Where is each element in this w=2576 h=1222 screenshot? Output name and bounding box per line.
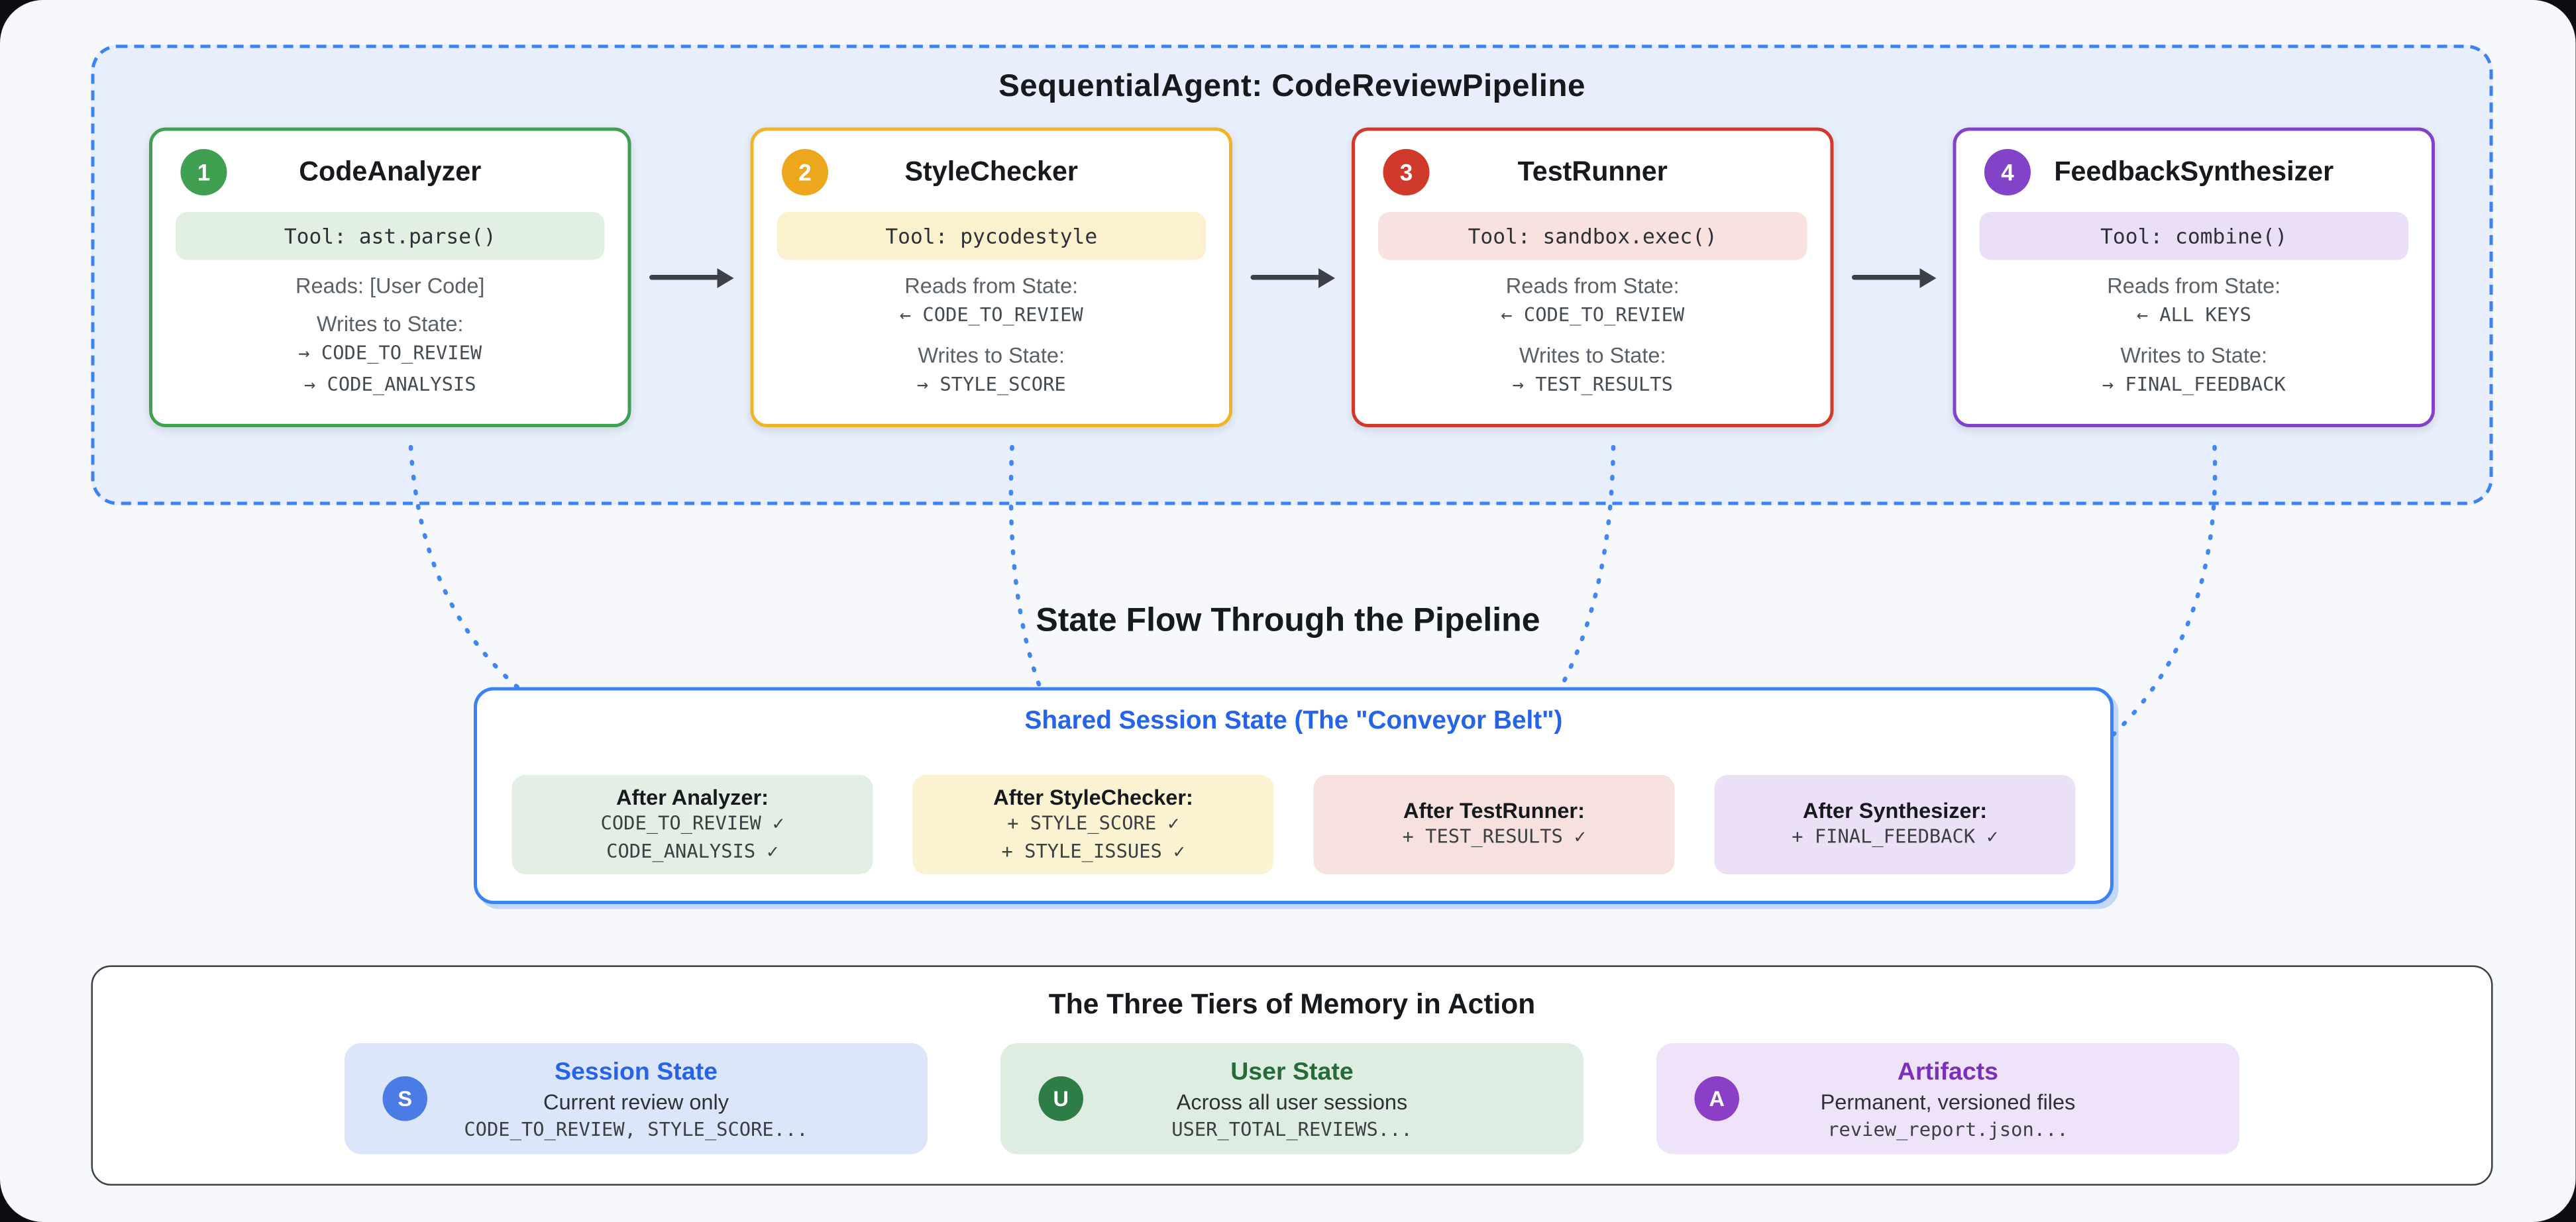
state-stages-row: After Analyzer: CODE_TO_REVIEW ✓ CODE_AN… [511,775,2076,874]
pipeline-flow-arrow [631,128,751,428]
writes-label: Writes to State: [1519,343,1666,368]
tier-letter-badge: S [382,1076,427,1121]
writes-state-key: → CODE_TO_REVIEW [298,341,482,364]
pipeline-title: SequentialAgent: CodeReviewPipeline [998,70,1585,105]
state-stage-after-synthesizer: After Synthesizer: + FINAL_FEEDBACK ✓ [1714,775,2076,874]
tier-example-keys: CODE_TO_REVIEW, STYLE_SCORE... [464,1117,808,1141]
agent-card-header: 1 CodeAnalyzer [176,149,605,195]
state-stage-after-stylechecker: After StyleChecker: + STYLE_SCORE ✓ + ST… [912,775,1274,874]
arrow-head-icon [716,267,733,287]
memory-tiers-panel: The Three Tiers of Memory in Action S Se… [91,965,2493,1186]
tier-description: Across all user sessions [1176,1088,1408,1114]
shared-session-state-title: Shared Session State (The "Conveyor Belt… [1024,707,1563,736]
writes-state-key: → CODE_ANALYSIS [303,373,476,397]
tier-letter-badge: A [1694,1076,1739,1121]
memory-tiers-title: The Three Tiers of Memory in Action [1048,988,1536,1021]
agent-card-header: 3 TestRunner [1378,149,1807,195]
tier-artifacts: A Artifacts Permanent, versioned files r… [1656,1043,2239,1154]
agent-number-badge: 2 [782,149,828,195]
reads-label: Reads: [User Code] [295,273,485,299]
arrow-head-icon [1317,267,1334,287]
stage-state-key: + TEST_RESULTS ✓ [1402,825,1586,848]
agent-tool-pill: Tool: ast.parse() [176,212,605,260]
stage-title: After StyleChecker: [993,784,1193,810]
tier-letter-badge: U [1038,1076,1083,1121]
state-stage-after-analyzer: After Analyzer: CODE_TO_REVIEW ✓ CODE_AN… [511,775,873,874]
tier-example-keys: review_report.json... [1827,1117,2068,1141]
shared-session-state-panel: Shared Session State (The "Conveyor Belt… [474,687,2114,904]
arrow-shaft [648,275,718,280]
agent-cards-row: 1 CodeAnalyzer Tool: ast.parse() Reads: … [95,127,2490,428]
stage-title: After Analyzer: [616,784,769,810]
stage-state-key: + FINAL_FEEDBACK ✓ [1792,825,1998,848]
reads-label: Reads from State: [904,273,1079,299]
tier-description: Permanent, versioned files [1820,1088,2076,1114]
stage-state-key: CODE_ANALYSIS ✓ [606,839,778,862]
stage-state-key: + STYLE_ISSUES ✓ [1001,839,1185,862]
writes-label: Writes to State: [316,311,464,336]
agent-name: CodeAnalyzer [299,157,482,187]
tier-name: Artifacts [1897,1057,1999,1086]
pipeline-flow-arrow [1232,128,1352,428]
tier-session-state: S Session State Current review only CODE… [345,1043,928,1154]
writes-state-key: → FINAL_FEEDBACK [2102,373,2286,397]
agent-number-badge: 4 [1984,149,2031,195]
agent-name: StyleChecker [904,157,1078,187]
tier-name: User State [1230,1057,1354,1086]
writes-state-key: → STYLE_SCORE [916,373,1066,397]
reads-state-key: ← CODE_TO_REVIEW [1501,303,1685,327]
arrow-shaft [1851,275,1921,280]
state-stage-after-testrunner: After TestRunner: + TEST_RESULTS ✓ [1313,775,1675,874]
stage-state-key: + STYLE_SCORE ✓ [1007,811,1179,835]
tier-example-keys: USER_TOTAL_REVIEWS... [1171,1117,1413,1141]
agent-card-header: 4 FeedbackSynthesizer [1980,149,2409,195]
agent-tool-pill: Tool: pycodestyle [777,212,1206,260]
stage-state-key: CODE_TO_REVIEW ✓ [600,811,784,835]
tier-description: Current review only [543,1088,729,1114]
arrow-shaft [1250,275,1320,280]
state-flow-heading: State Flow Through the Pipeline [1036,603,1540,639]
tier-user-state: U User State Across all user sessions US… [1000,1043,1583,1154]
agent-number-badge: 1 [180,149,227,195]
agent-card-header: 2 StyleChecker [777,149,1207,195]
stage-title: After Synthesizer: [1802,798,1988,823]
writes-state-key: → TEST_RESULTS [1512,373,1673,397]
pipeline-flow-arrow [1834,128,1953,428]
reads-state-key: ← CODE_TO_REVIEW [899,303,1083,327]
agent-tool-pill: Tool: sandbox.exec() [1378,212,1807,260]
agent-card-feedbacksynthesizer: 4 FeedbackSynthesizer Tool: combine() Re… [1953,127,2435,427]
agent-tool-pill: Tool: combine() [1979,212,2408,260]
memory-tiers-row: S Session State Current review only CODE… [345,1043,2239,1154]
agent-card-stylechecker: 2 StyleChecker Tool: pycodestyle Reads f… [750,127,1232,427]
sequential-agent-pipeline-panel: SequentialAgent: CodeReviewPipeline 1 Co… [91,44,2493,505]
agent-name: TestRunner [1517,157,1668,187]
agent-card-testrunner: 3 TestRunner Tool: sandbox.exec() Reads … [1352,127,1834,427]
reads-label: Reads from State: [2107,273,2281,299]
agent-number-badge: 3 [1383,149,1430,195]
tier-name: Session State [555,1057,718,1086]
reads-state-key: ← ALL KEYS [2136,303,2251,327]
writes-label: Writes to State: [918,343,1065,368]
agent-name: FeedbackSynthesizer [2054,157,2334,187]
reads-label: Reads from State: [1505,273,1680,299]
writes-label: Writes to State: [2120,343,2268,368]
arrow-head-icon [1919,267,1936,287]
stage-title: After TestRunner: [1403,798,1585,823]
agent-card-codeanalyzer: 1 CodeAnalyzer Tool: ast.parse() Reads: … [149,127,631,427]
